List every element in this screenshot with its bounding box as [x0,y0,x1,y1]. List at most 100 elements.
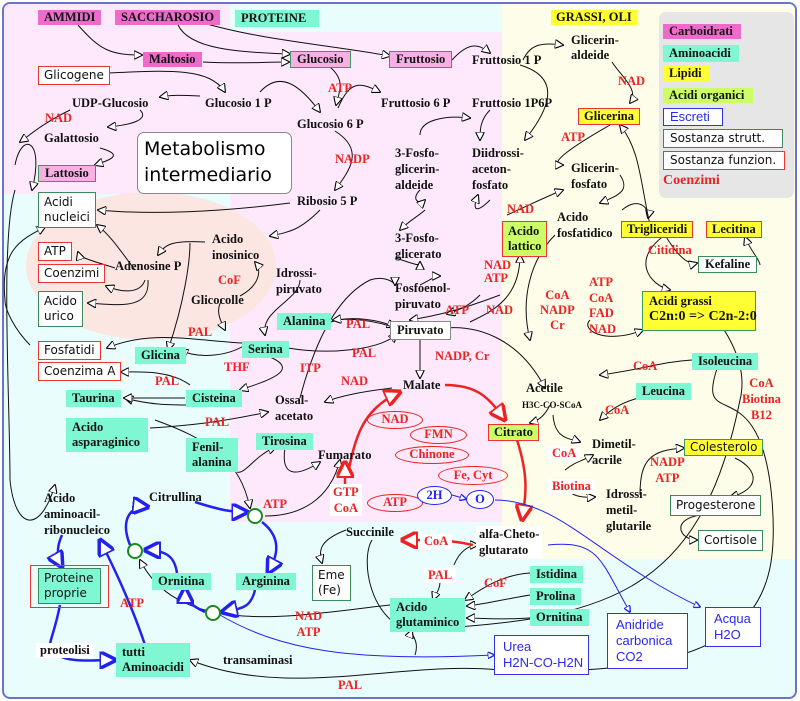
node-coenzimi: Coenzimi [38,264,106,283]
node-glucosio-1p: Glucosio 1 P [205,96,272,110]
node-glicocolle: Glicocolle [191,293,244,307]
coenzyme-label: THF [224,360,250,374]
node-tirosina: Tirosina [256,433,313,450]
coenzyme-label: ATP [445,303,470,317]
node-succinile: Succinile [346,525,394,539]
node-glucosio: Glucosio [290,51,351,68]
hydrogen-2h: 2H [417,486,452,505]
urea-cycle-node [247,508,263,524]
node-fruttosio: Fruttosio [389,51,453,68]
node-alanina: Alanina [277,313,332,330]
node-fosfoenolpiruvato: Fosfoenol-piruvato [395,281,451,311]
node-cortisole: Cortisole [698,530,764,551]
node-citrato: Citrato [488,424,539,441]
node-glicerinaldeide: Glicerin-aldeide [571,33,619,62]
node-acetile: Acetile [526,381,563,395]
node-serina: Serina [242,341,289,358]
label-proteolisi: proteolisi [36,643,94,658]
node-taurina: Taurina [66,390,121,407]
node-coenzima-a: Coenzima A [38,362,122,381]
header-saccharosio: SACCHAROSIO [115,10,221,25]
node-alfachetoglutarato: alfa-Cheto-glutarato [476,526,543,558]
coenzyme-label: ATP [328,81,353,95]
node-trigliceridi: Trigliceridi [621,221,694,238]
header-grassi: GRASSI, OLI [551,10,637,25]
node-istidina: Istidina [530,566,583,583]
node-fosfatidi: Fosfatidi [38,341,101,360]
node-glicerina: Glicerina [578,108,640,125]
header-ammidi: AMMIDI [38,10,102,25]
cofactor-fe-cyt: Fe, Cyt [438,466,508,485]
node-idrossimetilglutarile: Idrossi-metil-glutarile [606,487,652,533]
legend-sostanza-strutt: Sostanza strutt. [663,129,783,148]
label-transaminasi: transaminasi [223,653,293,667]
legend-lipidi: Lipidi [663,66,710,81]
coenzyme-label: NAD [484,258,512,272]
node-eme: Eme(Fe) [312,565,351,601]
legend-sostanza-funzion: Sostanza funzion. [663,151,785,170]
oxygen-o: O [466,490,494,509]
node-ossalacetato: Ossal-acetato [275,393,314,423]
legend-carboidrati: Carboidrati [663,24,741,39]
header-proteine: PROTEINE [235,10,319,27]
node-colesterolo: Colesterolo [684,439,764,456]
node-lecitina: Lecitina [706,221,762,238]
title-box: Metabolismo intermediario [137,132,292,194]
node-progesterone: Progesterone [670,495,762,516]
node-glicogene: Glicogene [38,66,110,85]
cofactor-chinone: Chinone [395,446,469,464]
coenzyme-label: PAL [188,325,213,339]
node-dimetilacrile: Dimetil-acrile [592,437,636,467]
node-lattosio: Lattosio [38,165,96,182]
node-prolina: Prolina [530,588,582,605]
legend-escreti: Escreti [663,108,723,126]
node-arginina: Arginina [236,573,296,590]
title-line-1: Metabolismo [144,138,266,160]
node-isoleucina: Isoleucina [692,353,759,370]
node-3-fosfoglicerinaldeide: 3-Fosfo-glicerin-aldeide [395,146,440,192]
node-galattosio: Galattosio [44,131,99,145]
coenzyme-label: CoA [548,446,581,461]
node-malate: Malate [403,378,441,392]
coenzyme-label: CoA [420,534,453,549]
node-citrullina: Citrullina [149,490,202,504]
coenzyme-label: PAL [338,678,363,692]
coenzyme-label: PAL [205,415,230,429]
node-ornitina-glutaminico: Ornitina [530,609,589,626]
coenzyme-label: CoF [484,576,507,590]
proteine-proprie-frame [30,565,109,608]
node-3-fosfoglicerato: 3-Fosfo-glicerato [395,231,442,261]
legend-coenzimi: Coenzimi [663,173,720,188]
node-glucosio-6p: Glucosio 6 P [297,117,364,131]
node-glicina: Glicina [135,347,186,364]
urea-cycle-node [205,605,221,621]
coenzyme-label: Citidina [648,243,692,257]
coenzyme-label: NAD [486,303,514,317]
coenzyme-label: NADP, Cr [435,349,490,363]
node-diidrossiacetonfosfato: Diidrossi-aceton-fosfato [472,146,524,192]
node-leucina: Leucina [636,383,692,400]
coenzyme-label: PAL [346,317,371,331]
cofactor-fmn: FMN [410,426,467,444]
coenzyme-label: NAD [618,74,646,88]
coenzyme-label: ATP [263,497,288,511]
node-fumarato: Fumarato [318,448,372,462]
node-udp-glucosio: UDP-Glucosio [72,96,149,110]
coenzyme-label: NAD [507,202,535,216]
urea-cycle-node [127,543,143,559]
legend-acidi-organici: Acidi organici [663,88,753,103]
node-piruvato: Piruvato [390,321,451,340]
